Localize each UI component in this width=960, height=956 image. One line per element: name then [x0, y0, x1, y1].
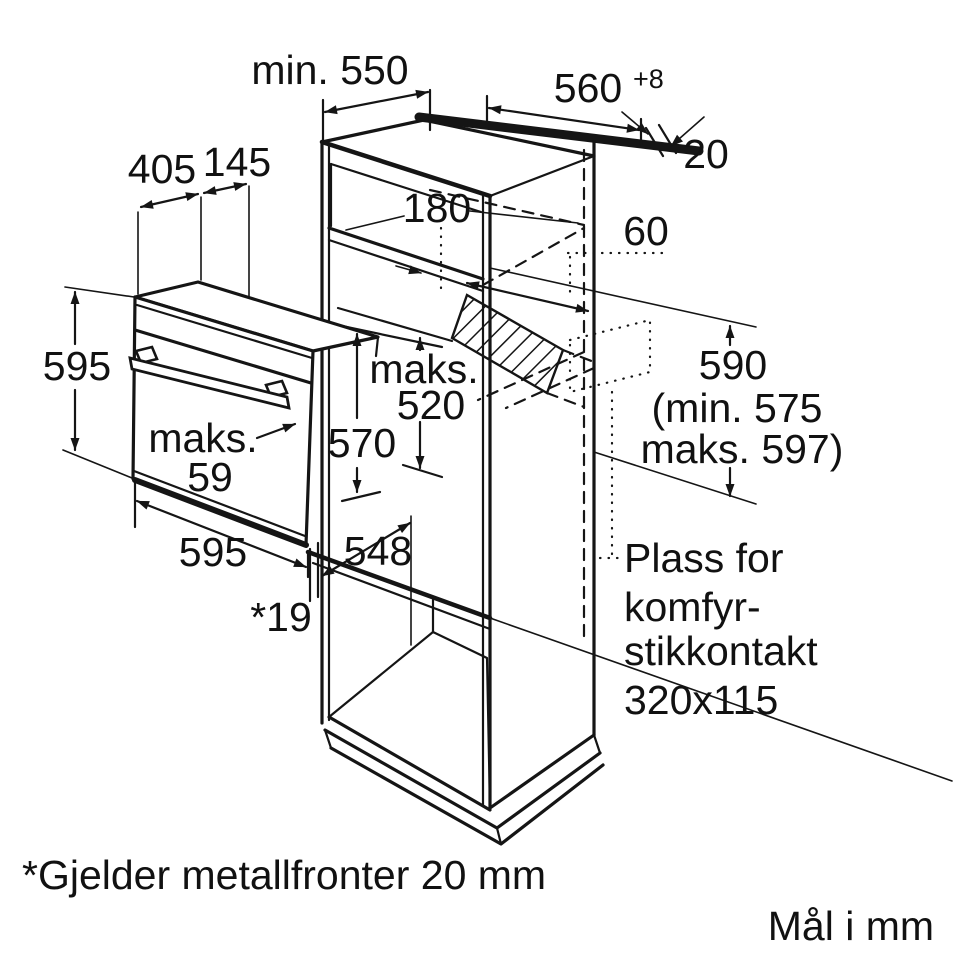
dimension-595-height: 595 — [43, 286, 135, 479]
dim-label-560-tolerance: +8 — [633, 64, 664, 94]
socket-note-line1: Plass for — [624, 535, 784, 581]
dim-label-590-min: (min. 575 — [652, 385, 823, 431]
socket-note-line4: 320x115 — [624, 677, 778, 723]
dimension-min-550: min. 550 — [251, 47, 432, 142]
dimension-maks-59: maks. 59 — [148, 415, 297, 500]
dim-label-570: 570 — [328, 420, 396, 466]
dimension-60: 60 — [623, 208, 669, 254]
control-panel-line — [133, 328, 313, 385]
dimension-145: 145 — [203, 139, 271, 297]
dimension-180: 180 — [345, 185, 579, 231]
dim-label-595-height: 595 — [43, 343, 111, 389]
cabinet-drawing — [305, 112, 953, 846]
dimension-548: 548 — [320, 515, 412, 646]
dim-label-min-550: min. 550 — [251, 47, 408, 93]
dimension-560: 560 +8 — [485, 64, 664, 147]
dimension-maks-520: maks. 520 — [369, 336, 479, 479]
socket-note-line3: stikkontakt — [624, 628, 818, 674]
oven-handle — [128, 345, 291, 410]
dimension-gap-19: *19 — [250, 541, 320, 640]
units-note: Mål i mm — [768, 903, 934, 949]
dim-label-maks-520-prefix: maks. — [369, 346, 478, 392]
dimension-570: 570 — [328, 324, 444, 503]
oven-drawing — [128, 280, 380, 548]
dimension-20: 20 — [621, 111, 729, 177]
dim-label-59: 59 — [187, 454, 233, 500]
dim-label-180: 180 — [403, 185, 471, 231]
dim-label-590: 590 — [699, 342, 767, 388]
dim-label-maks: maks. — [148, 415, 257, 461]
dimension-590: 590 (min. 575 maks. 597) — [489, 267, 844, 505]
dim-label-520: 520 — [397, 382, 465, 428]
dim-label-60: 60 — [623, 208, 669, 254]
footnote: *Gjelder metallfronter 20 mm — [22, 852, 546, 898]
dim-label-19: *19 — [250, 594, 312, 640]
dim-label-20: 20 — [683, 131, 729, 177]
dim-label-590-max: maks. 597) — [641, 426, 844, 472]
socket-space-outline — [439, 226, 670, 560]
rear-wall-strip — [414, 112, 704, 156]
dimension-405: 405 — [128, 146, 202, 295]
dim-label-560: 560 — [554, 65, 622, 111]
dim-label-548: 548 — [344, 528, 412, 574]
dim-label-145: 145 — [203, 139, 271, 185]
dimension-595-width: 595 — [133, 480, 310, 579]
dim-label-595-width: 595 — [179, 529, 247, 575]
dim-label-405: 405 — [128, 146, 196, 192]
socket-note-line2: komfyr- — [624, 584, 761, 630]
socket-note: Plass for komfyr- stikkontakt 320x115 — [624, 535, 818, 723]
